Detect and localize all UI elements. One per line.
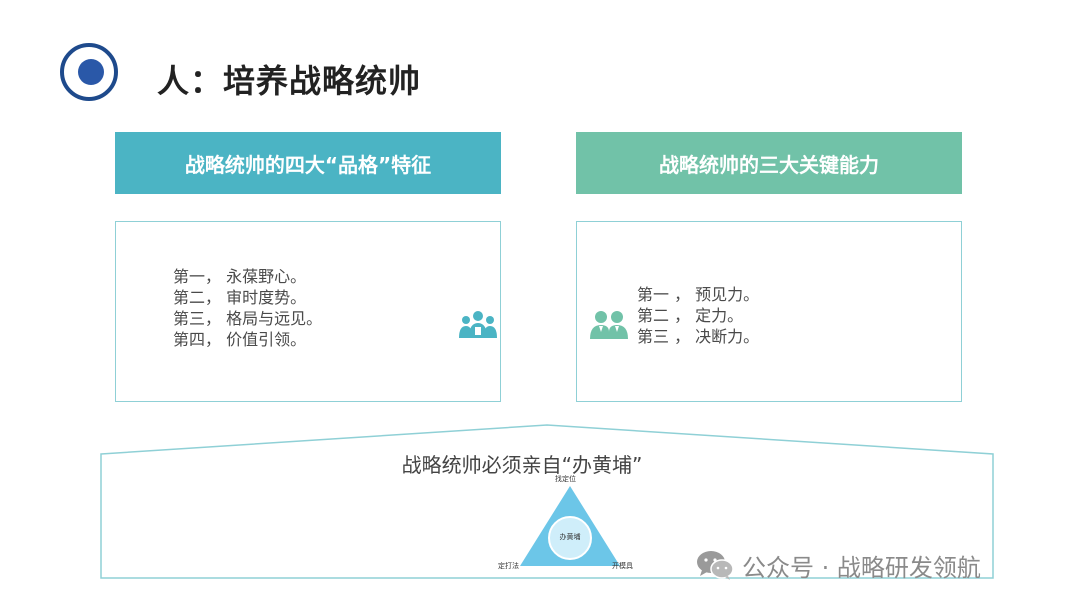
target-circle-icon (60, 43, 118, 101)
three-abilities-list: 第一 ， 预见力。 第二 ， 定力。 第三 ， 决断力。 (637, 284, 759, 347)
ability-item: 第三 ， 决断力。 (637, 327, 760, 346)
wechat-icon (697, 551, 734, 580)
triangle-center-label: 办黄埔 (559, 533, 581, 541)
watermark-text: 公众号 · 战略研发领航 (742, 553, 981, 582)
triangle-right-label: 开模具 (612, 562, 633, 570)
four-traits-box: 第一， 永葆野心。 第二， 审时度势。 第三， 格局与远见。 第四， 价值引领。 (115, 221, 501, 402)
triangle-top-label: 找定位 (555, 475, 576, 483)
four-traits-list: 第一， 永葆野心。 第二， 审时度势。 第三， 格局与远见。 第四， 价值引领。 (173, 266, 322, 350)
three-abilities-header: 战略统帅的三大关键能力 (576, 132, 962, 194)
trait-item: 第四， 价值引领。 (173, 330, 307, 349)
triangle-diagram (520, 486, 620, 566)
trait-item: 第一， 永葆野心。 (173, 267, 307, 286)
bottom-title-text: 战略统帅必须亲自“办黄埔” (401, 453, 643, 477)
ability-item: 第二 ， 定力。 (637, 306, 744, 325)
partners-icon (590, 311, 628, 339)
trait-item: 第三， 格局与远见。 (173, 309, 323, 328)
ability-item: 第一 ， 预见力。 (637, 285, 760, 304)
four-traits-header: 战略统帅的四大“品格”特征 (115, 132, 501, 194)
page-title: 人：培养战略统帅 (157, 62, 422, 100)
bottom-title: 战略统帅必须亲自“办黄埔” (0, 449, 1080, 478)
three-abilities-box: 第一 ， 预见力。 第二 ， 定力。 第三 ， 决断力。 (576, 221, 962, 402)
team-group-icon (459, 311, 497, 338)
watermark: 公众号 · 战略研发领航 (696, 548, 981, 582)
trait-item: 第二， 审时度势。 (173, 288, 307, 307)
bottom-pentagon-frame (100, 424, 994, 579)
triangle-left-label: 定打法 (498, 562, 519, 570)
